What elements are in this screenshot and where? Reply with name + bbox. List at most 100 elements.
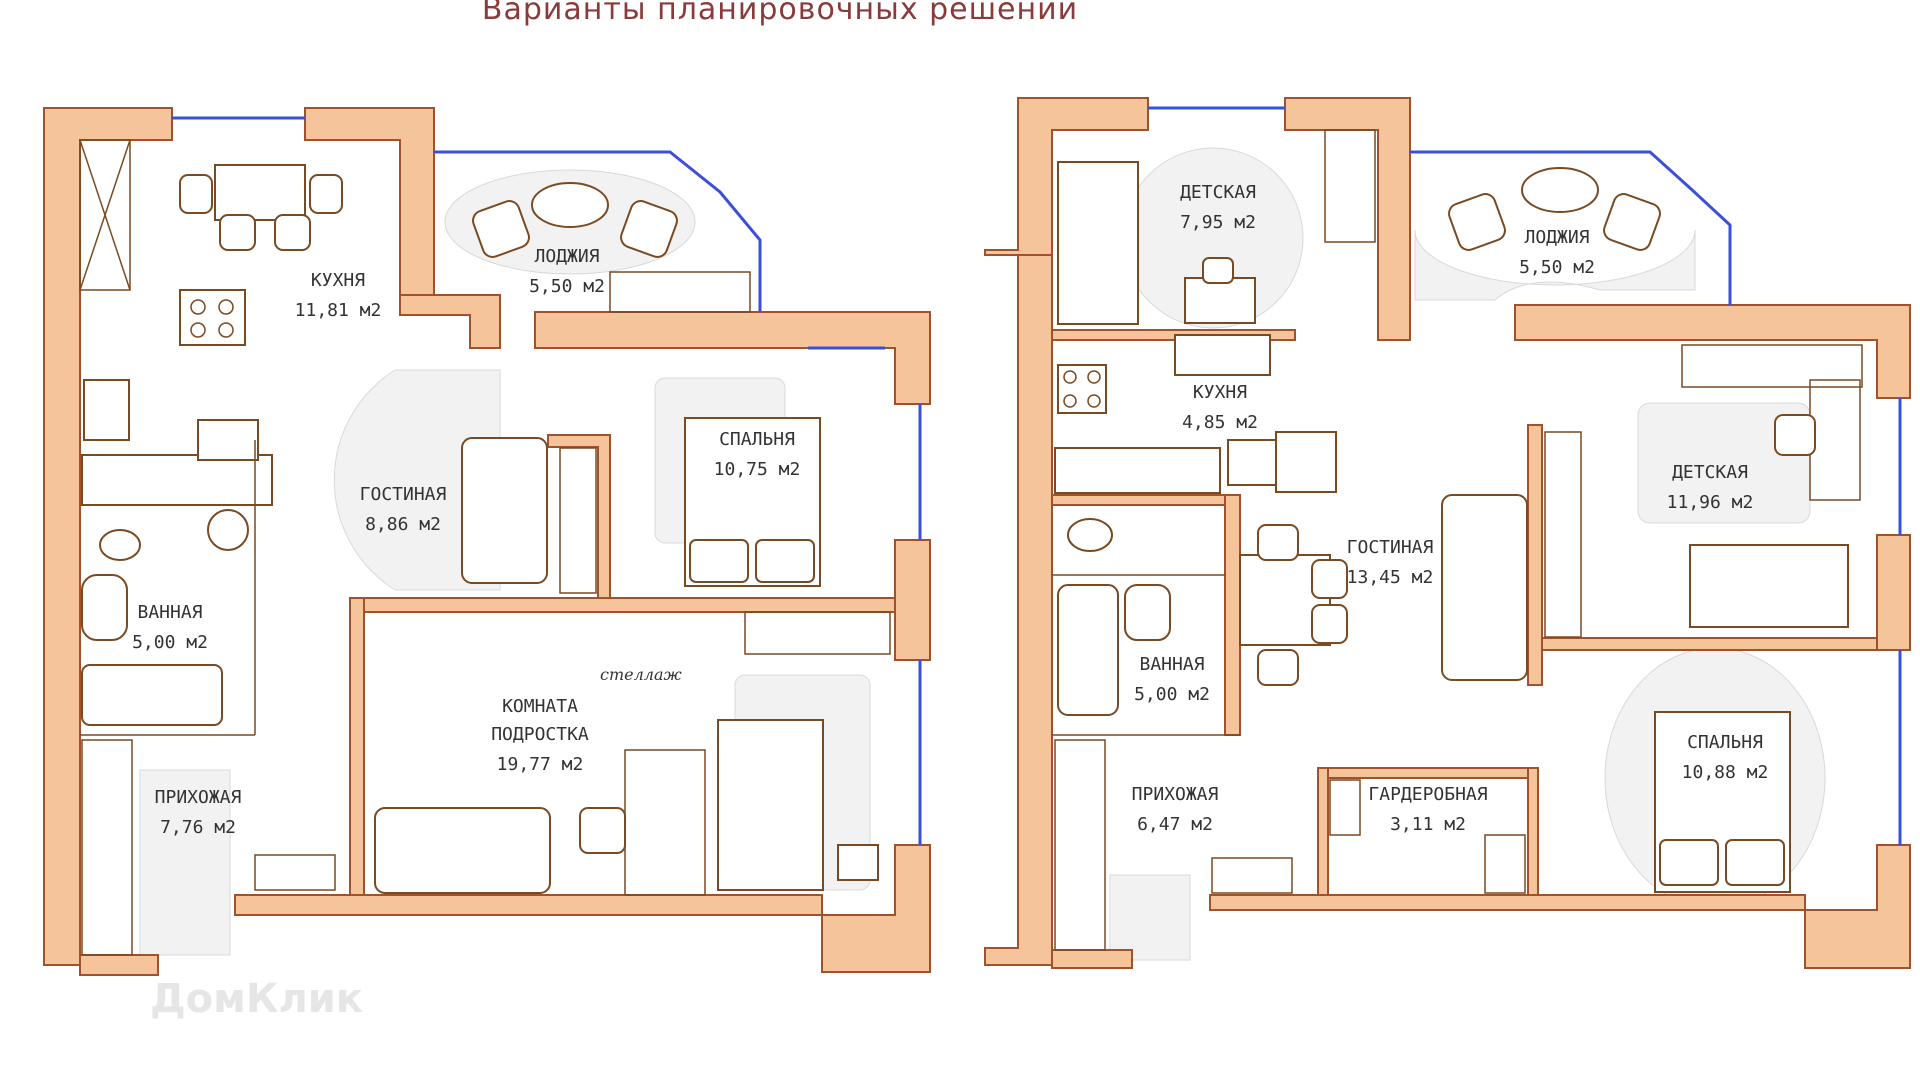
plan-a-loggia-chair — [472, 200, 530, 258]
plan-a-washer — [207, 509, 249, 551]
plan-b-kids2-chair — [1774, 414, 1816, 456]
plan-b-label-bath: ВАННАЯ — [1139, 654, 1204, 675]
plan-a-pillow — [755, 539, 815, 583]
plan-b-wall-bath-e — [1224, 494, 1241, 736]
plan-b-toilet — [1067, 518, 1113, 552]
plan-a-fridge — [197, 419, 259, 461]
plan-b-label-wardrobe: ГАРДЕРОБНАЯ — [1368, 784, 1487, 805]
plan-a-label-loggia: ЛОДЖИЯ — [534, 246, 599, 267]
plan-b-label-bedroom: СПАЛЬНЯ — [1687, 732, 1763, 753]
plan-a-loggia-chair — [620, 200, 678, 258]
plan-b-hall-bench — [1211, 857, 1293, 894]
plan-b-kids2-closet — [1681, 344, 1863, 388]
plan-a-burner — [190, 299, 206, 315]
plan-a-wall-partition — [349, 597, 896, 613]
plan-b-loggia-chair — [1448, 193, 1506, 251]
plan-a-chair — [219, 214, 256, 251]
plan-b-chair — [1311, 559, 1348, 599]
plan-b-wall-bed-n — [1541, 637, 1878, 651]
plan-b-burner — [1087, 370, 1101, 384]
plan-a-label-kitchen: КУХНЯ — [311, 270, 365, 291]
plan-a-area-loggia: 5,50 м2 — [529, 276, 605, 297]
plan-b-chair — [1257, 649, 1299, 686]
plan-a-label-teen-2: ПОДРОСТКА — [491, 724, 589, 745]
plan-a-hall-closet — [81, 739, 133, 956]
plan-a-desk — [624, 749, 706, 896]
plan-b-pillow — [1725, 839, 1785, 886]
page-title: Варианты планировочных решений — [481, 0, 1079, 27]
plan-b-kids-bed — [1057, 161, 1139, 325]
plan-a-desk-chair — [579, 807, 626, 854]
plan-a-label-bath: ВАННАЯ — [137, 602, 202, 623]
plan-a-counter — [81, 454, 273, 506]
plan-a-chair — [309, 174, 343, 214]
plan-b-basin — [1124, 584, 1171, 641]
plan-a-hall-bench — [254, 854, 336, 891]
plan-b-wall-ne — [1514, 304, 1911, 399]
plan-a-label-living: ГОСТИНАЯ — [360, 484, 447, 505]
plan-b-wall-wardrobe — [1317, 767, 1539, 779]
plan-a-hall-rug — [139, 769, 231, 956]
plan-a-area-teen: 19,77 м2 — [497, 754, 584, 775]
plan-b-wall-wardrobe-e — [1527, 767, 1539, 896]
plan-b-sink — [1227, 439, 1277, 486]
plan-a-teen-bed — [717, 719, 824, 891]
plan-b-label-kitchen: КУХНЯ — [1193, 382, 1247, 403]
plan-b-wall-north — [1284, 97, 1411, 341]
plan-b-loggia-rug — [1414, 229, 1696, 301]
plan-b-wardrobe-shelf — [1329, 779, 1361, 836]
plan-b-fridge — [1275, 431, 1337, 493]
plan-a-chair — [274, 214, 311, 251]
plan-b-counter — [1054, 447, 1221, 494]
plan-b-wall-east-south — [1804, 844, 1911, 969]
plan-a-cabinet-x2 — [79, 139, 131, 291]
plan-a-area-bedroom: 10,75 м2 — [714, 459, 801, 480]
plan-b-label-kids: ДЕТСКАЯ — [1180, 182, 1256, 203]
plan-a-window-loggia — [434, 150, 762, 312]
plan-a-label-bedroom: СПАЛЬНЯ — [719, 429, 795, 450]
plan-b-stove — [1057, 364, 1107, 414]
plan-a-sink — [83, 379, 130, 441]
plan-a-wall-loggia-corner — [399, 294, 501, 349]
plan-b-kids-desk — [1184, 277, 1256, 324]
plan-a-area-hall: 7,76 м2 — [160, 817, 236, 838]
plan-b-kids2-bed — [1689, 544, 1849, 628]
plan-a-label-teen-1: КОМНАТА — [502, 696, 578, 717]
plan-b-kids-chair — [1202, 257, 1234, 284]
plan-a-pillow — [689, 539, 749, 583]
plan-b-window-loggia — [1410, 150, 1732, 305]
plan-b-area-living: 13,45 м2 — [1347, 567, 1434, 588]
plan-a-loggia-table — [531, 182, 609, 228]
plan-b-wardrobe-box — [1484, 834, 1526, 894]
plan-b-area-wardrobe: 3,11 м2 — [1390, 814, 1466, 835]
plan-a-bathtub — [81, 664, 223, 726]
plan-a-teen-closet — [744, 611, 891, 655]
plan-a-dining-table — [214, 164, 306, 221]
plan-b-bathtub — [1057, 584, 1119, 716]
plan-b-loggia-chair — [1603, 193, 1661, 251]
plan-a-burner — [218, 322, 234, 338]
plan-b-wall-kids2-w — [1527, 424, 1543, 686]
plan-a-burner — [190, 322, 206, 338]
plan-a-wall-entry — [79, 954, 159, 976]
plan-b-burner — [1063, 370, 1077, 384]
plan-a-wall-east-mid — [894, 539, 931, 661]
plan-a-wall-south — [234, 894, 823, 916]
plan-b-label-living: ГОСТИНАЯ — [1347, 537, 1434, 558]
plan-a-living-rug — [333, 369, 501, 591]
plan-b-pillow — [1659, 839, 1719, 886]
plan-a-area-living: 8,86 м2 — [365, 514, 441, 535]
plan-b-area-kids: 7,95 м2 — [1180, 212, 1256, 233]
plan-b: ДЕТСКАЯ 7,95 м2 ЛОДЖИЯ 5,50 м2 КУХНЯ 4,8… — [984, 97, 1911, 969]
plan-a-kitchen-cabinet — [79, 139, 131, 291]
plan-b-area-bedroom: 10,88 м2 — [1682, 762, 1769, 783]
plan-a-wall-bedroom-north — [534, 311, 931, 405]
plan-a-wall-east-south — [821, 844, 931, 973]
watermark-logo: ДомКлик — [150, 976, 363, 1022]
plan-b-burner — [1087, 394, 1101, 408]
plan-b-loggia-table — [1521, 167, 1599, 213]
plan-b-wall-entry — [1051, 949, 1133, 969]
plan-b-label-hall: ПРИХОЖАЯ — [1132, 784, 1219, 805]
plan-b-area-loggia: 5,50 м2 — [1519, 257, 1595, 278]
plan-a-loggia-shelf — [609, 271, 751, 313]
